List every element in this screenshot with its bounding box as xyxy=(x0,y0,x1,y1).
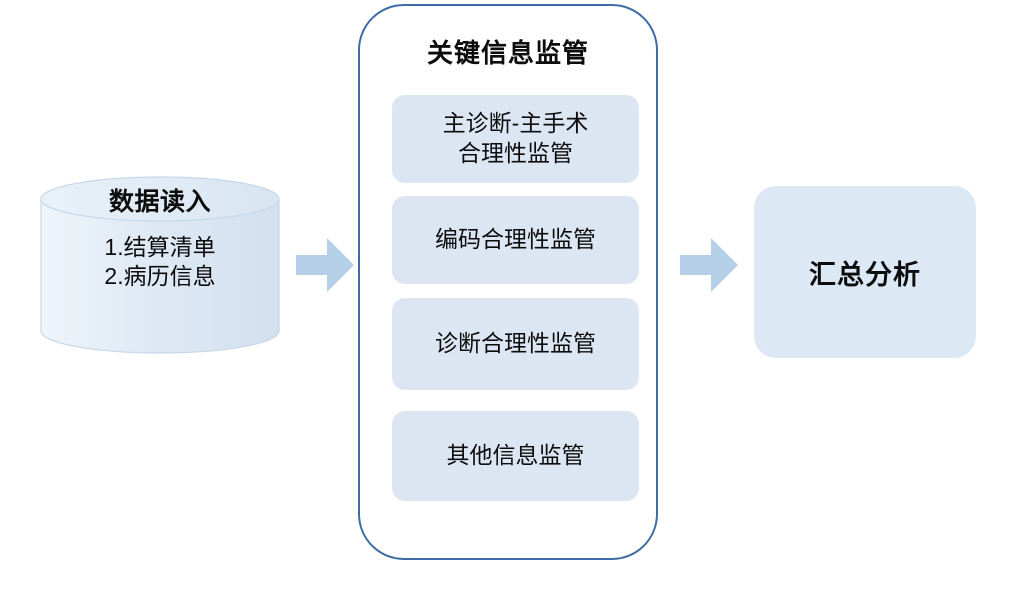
summary-analysis-label: 汇总分析 xyxy=(809,259,921,290)
panel-item-line: 主诊断-主手术 xyxy=(442,110,589,137)
data-source-cylinder: 数据读入 1.结算清单 2.病历信息 xyxy=(40,176,280,354)
panel-item-diagnosis-rationality[interactable]: 诊断合理性监管 xyxy=(392,298,639,390)
data-source-title: 数据读入 xyxy=(108,188,211,216)
panel-item-line: 其他信息监管 xyxy=(446,442,585,469)
arrow-source-to-panel xyxy=(296,238,354,292)
cylinder-shape xyxy=(40,176,280,354)
panel-item-line: 诊断合理性监管 xyxy=(435,330,596,357)
data-source-item-2: 2.病历信息 xyxy=(104,263,216,290)
panel-item-primary-diagnosis-procedure[interactable]: 主诊断-主手术 合理性监管 xyxy=(392,95,639,183)
panel-item-list: 主诊断-主手术 合理性监管 编码合理性监管 诊断合理性监管 其他信息监管 xyxy=(392,95,639,501)
summary-analysis-box[interactable]: 汇总分析 xyxy=(754,186,976,358)
panel-title: 关键信息监管 xyxy=(426,38,589,68)
data-source-items: 1.结算清单 2.病历信息 xyxy=(104,233,215,292)
arrow-panel-to-summary xyxy=(680,238,738,292)
panel-item-line: 合理性监管 xyxy=(458,140,573,166)
panel-item-other-information[interactable]: 其他信息监管 xyxy=(392,411,639,501)
data-source-item-1: 1.结算清单 xyxy=(104,234,216,260)
panel-item-coding-rationality[interactable]: 编码合理性监管 xyxy=(392,196,639,284)
panel-item-line: 编码合理性监管 xyxy=(435,226,596,253)
supervision-panel: 关键信息监管 主诊断-主手术 合理性监管 编码合理性监管 诊断合理性监管 xyxy=(358,4,658,560)
